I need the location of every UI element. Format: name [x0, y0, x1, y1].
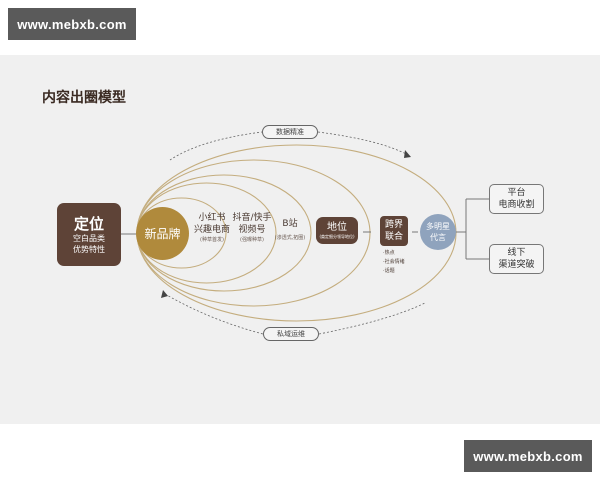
celebrity-line1: 多明星 — [426, 222, 450, 231]
crossover-line2: 联合 — [384, 232, 403, 242]
ring-label-douyin: 抖音/快手 视频号 (强曝种草) — [230, 212, 274, 244]
bullet-1: ·热点 — [383, 250, 395, 256]
outcome-ecommerce: 平台 电商收割 — [489, 184, 544, 214]
ring-3-note: (渗透式,拓圈) — [274, 235, 306, 241]
ring-1-line1: 小红书 — [198, 213, 226, 223]
ring-1-note: (种草首发) — [200, 237, 224, 243]
positioning-sub-2: 优势特性 — [73, 244, 105, 254]
crossover-box: 跨界 联合 — [380, 216, 408, 246]
ring-2-note: (强曝种草) — [240, 237, 264, 243]
positioning-box: 定位 空白品类 优势特性 — [57, 203, 121, 266]
ring-3-line1: B站 — [282, 219, 298, 229]
cycle-label-bottom: 私域运维 — [263, 327, 319, 341]
status-title: 地位 — [327, 221, 347, 233]
cycle-label-top: 数据精准 — [262, 125, 318, 139]
ring-2-line1: 抖音/快手 — [232, 213, 272, 223]
positioning-title: 定位 — [73, 214, 104, 233]
ring-1-line2: 兴趣电商 — [193, 225, 230, 235]
ring-2-line2: 视频号 — [238, 225, 266, 235]
new-brand-circle: 新品牌 — [136, 207, 189, 260]
watermark-bottom: www.mebxb.com — [464, 440, 592, 472]
bullet-3: ·话题 — [383, 268, 395, 274]
ring-label-xiaohongshu: 小红书 兴趣电商 (种草首发) — [192, 212, 232, 244]
status-box: 地位 (奠定细分领导地位) — [316, 217, 358, 244]
outcome-offline: 线下 渠道突破 — [489, 244, 544, 274]
diagram-title: 内容出圈模型 — [42, 90, 126, 106]
outcome-1-line1: 平台 — [507, 188, 526, 198]
outcome-1-line2: 电商收割 — [498, 200, 535, 210]
status-sub: (奠定细分领导地位) — [319, 233, 355, 239]
celebrity-line2: 代言 — [430, 233, 446, 242]
celebrity-circle: 多明星 代言 — [420, 214, 456, 250]
ring-label-bilibili: B站 (渗透式,拓圈) — [268, 218, 312, 242]
watermark-top: www.mebxb.com — [8, 8, 136, 40]
outcome-2-line2: 渠道突破 — [498, 260, 535, 270]
bullet-2: ·社会情绪 — [383, 259, 405, 265]
crossover-bullets: ·热点 ·社会情绪 ·话题 — [383, 249, 405, 276]
outcome-2-line1: 线下 — [507, 248, 526, 258]
positioning-sub-1: 空白品类 — [73, 233, 105, 243]
crossover-line1: 跨界 — [384, 220, 403, 230]
